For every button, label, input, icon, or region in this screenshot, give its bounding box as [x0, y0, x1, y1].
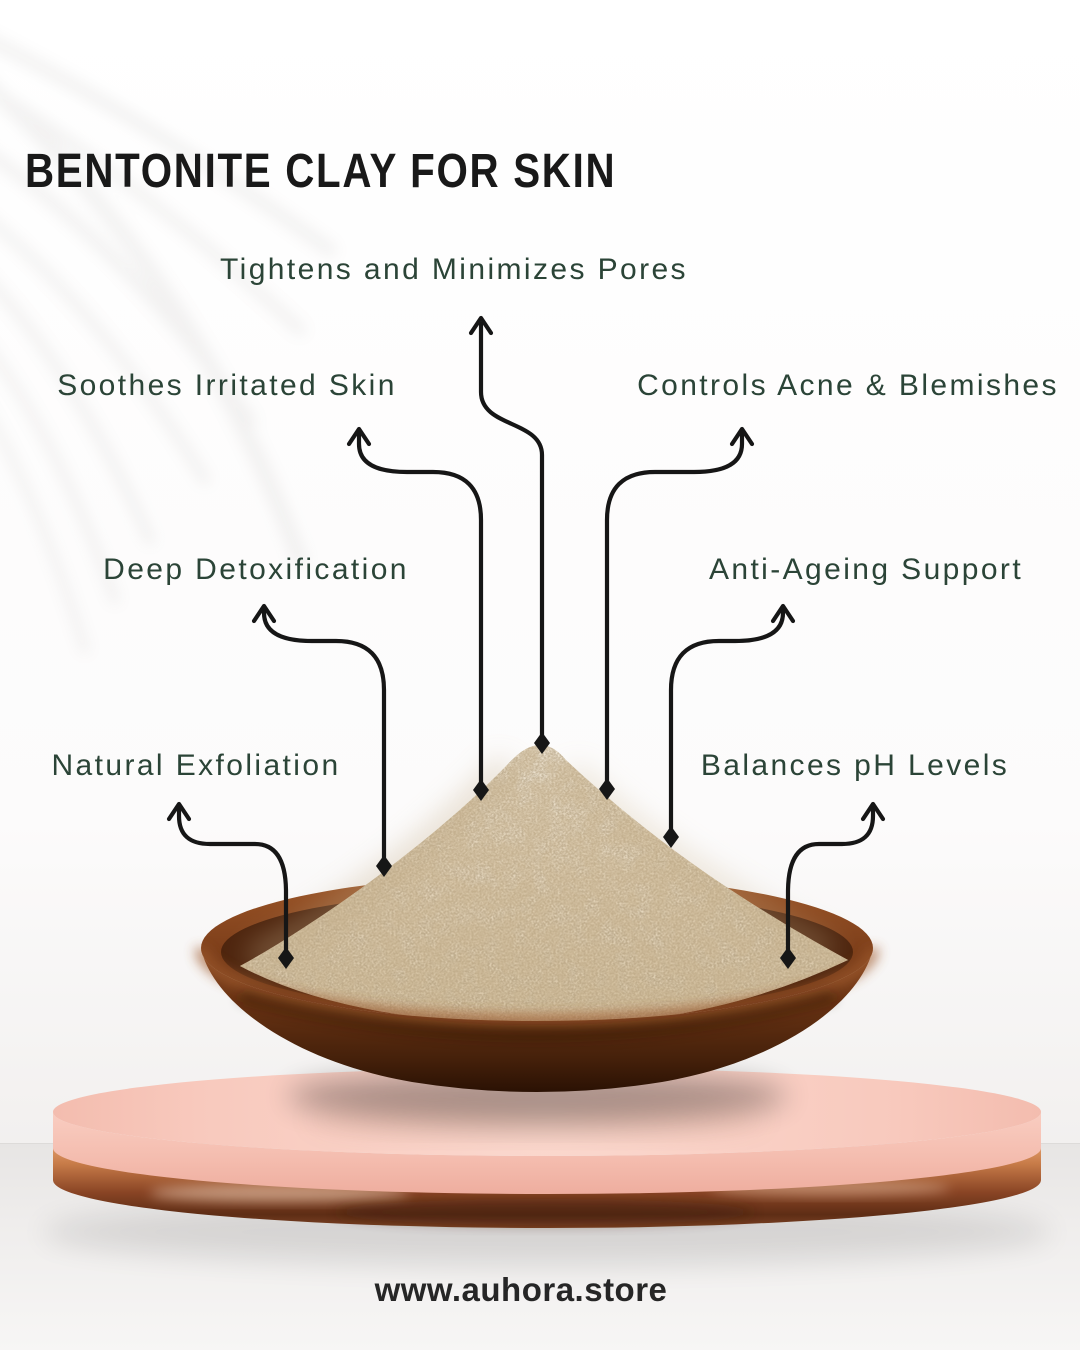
- website-url: www.auhora.store: [374, 1271, 668, 1308]
- benefit-label-soothes: Soothes Irritated Skin: [57, 369, 397, 402]
- page-title: BENTONITE CLAY FOR SKIN: [25, 145, 617, 199]
- up-arrow-icon: [251, 603, 277, 624]
- up-arrow-icon: [468, 315, 494, 336]
- benefit-label-anti: Anti-Ageing Support: [708, 553, 1024, 586]
- up-arrow-icon: [346, 426, 372, 447]
- benefit-label-balances: Balances pH Levels: [700, 749, 1010, 782]
- up-arrow-icon: [166, 801, 192, 822]
- connector-balances: [780, 801, 886, 969]
- connector-tightens: [468, 315, 550, 754]
- benefit-label-tightens: Tightens and Minimizes Pores: [220, 253, 688, 286]
- bowl-front-rim-highlight: [195, 947, 879, 1027]
- diamond-endpoint-icon: [599, 778, 615, 800]
- connector-controls: [599, 426, 755, 800]
- diamond-endpoint-icon: [473, 779, 489, 801]
- podium-pink-side: [53, 1112, 1041, 1194]
- diamond-endpoint-icon: [278, 947, 294, 969]
- up-arrow-icon: [729, 426, 755, 447]
- connector-natural: [166, 801, 294, 969]
- diamond-endpoint-icon: [376, 855, 392, 877]
- up-arrow-icon: [770, 603, 796, 624]
- copper-shade-center: [335, 1199, 755, 1225]
- diamond-endpoint-icon: [534, 732, 550, 754]
- wooden-bowl-with-clay: [195, 744, 879, 1122]
- bowl-contact-shadow: [287, 1070, 787, 1122]
- benefit-label-natural: Natural Exfoliation: [51, 749, 341, 782]
- benefit-label-controls: Controls Acne & Blemishes: [637, 369, 1059, 402]
- benefit-label-deep: Deep Detoxification: [103, 553, 409, 586]
- connector-anti: [663, 603, 796, 848]
- connector-soothes: [346, 426, 489, 801]
- podium-copper-rim: [53, 1138, 1041, 1228]
- connector-deep: [251, 603, 392, 877]
- up-arrow-icon: [860, 801, 886, 822]
- bowl-front-shade: [238, 991, 836, 1039]
- diamond-endpoint-icon: [663, 826, 679, 848]
- diamond-endpoint-icon: [780, 947, 796, 969]
- bowl-front-body: [201, 948, 873, 1092]
- powder-clump-texture: [240, 744, 848, 1026]
